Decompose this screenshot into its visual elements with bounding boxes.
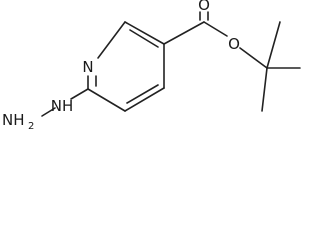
bond-c4-c5-inner [126, 84, 159, 104]
bond-c4-carbonyl [163, 21, 205, 45]
chemical-structure: N NH NH 2 O O [2, 0, 301, 132]
carbonyl-oxygen-label: O [198, 0, 210, 14]
hydrazine-nh2-label: NH [2, 111, 25, 129]
pyridine-ring [87, 21, 165, 112]
bond-ester-o-tertc [239, 47, 268, 69]
hydrazine-group [41, 88, 89, 117]
bond-c2-c3-inner [129, 29, 159, 48]
bond-tertc-me-down [261, 67, 268, 112]
tert-butyl-ester-group [163, 11, 301, 112]
bond-carbonyl-ester-o [203, 21, 228, 37]
bond-c6-nh [70, 88, 89, 100]
bond-c2-c3 [124, 21, 165, 45]
pyridine-nitrogen-label: N [82, 58, 93, 76]
bond-nh-nh2 [41, 107, 56, 117]
bond-c5-c6 [87, 88, 126, 112]
bond-n1-c2 [97, 21, 126, 59]
bond-c4-c5 [124, 87, 165, 112]
bond-tertc-me-up [266, 21, 281, 69]
hydrazine-nh-label: NH [51, 97, 74, 115]
ester-oxygen-label: O [228, 35, 240, 53]
nh2-subscript: 2 [28, 121, 34, 132]
